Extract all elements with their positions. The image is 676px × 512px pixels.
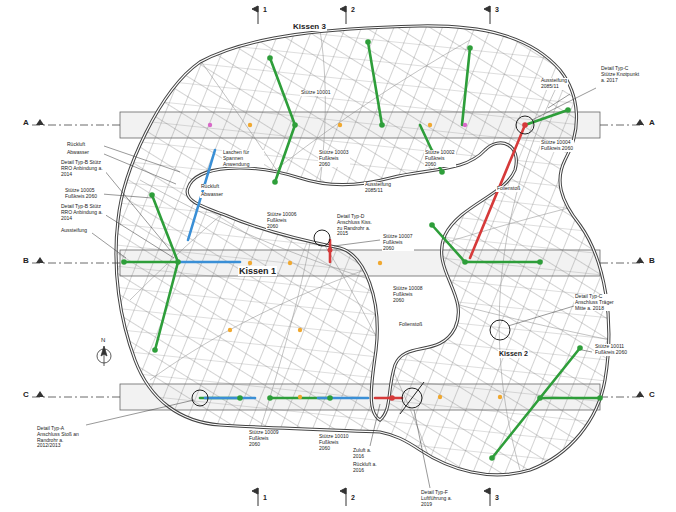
region-label: 1 [262, 6, 268, 14]
region-label: 2 [350, 6, 356, 14]
region-label: A [648, 118, 656, 127]
note-label: N [100, 337, 106, 344]
region-label: C [22, 390, 30, 399]
section-line [32, 125, 644, 397]
note-label: Detail Typ-C Anschluss Träger Mitte a. 2… [574, 294, 618, 311]
note-label: Stütze 10009 Fußkreis 2060 [248, 430, 280, 447]
note-label: Detail Typ-B Stütz RRO Anbindung a. 2014 [60, 160, 106, 177]
note-label: Zuluft a. 2016 [352, 448, 382, 460]
green-member [124, 42, 600, 458]
region-label: 3 [494, 494, 500, 502]
note-label: Stütze 10006 Fußkreis 2060 [266, 212, 298, 229]
pink-node [208, 123, 467, 127]
leader-line [86, 88, 596, 488]
note-label: Detail Typ-B Stütz RRO Anbindung a. 2014 [60, 204, 106, 221]
region-label: B [22, 256, 30, 265]
note-label: Stütze 10011 Fußkreis 2060 [594, 344, 630, 356]
note-label: Stütze 10007 Fußkreis 2060 [382, 234, 414, 251]
note-label: Stütze 10010 Fußkreis 2060 [318, 434, 350, 451]
region-label: Kissen 2 [498, 350, 529, 358]
member-node [121, 39, 603, 461]
note-label: Stütze 10001 [300, 90, 331, 96]
note-label: Folienstoß [496, 186, 521, 192]
note-label: Stütze 10004 Fußkreis 2060 [540, 140, 574, 152]
north-arrow [97, 346, 111, 366]
roof-outline [116, 26, 609, 475]
note-label: Aussteifung 2085/11 [540, 78, 568, 90]
membrane-hatch [100, 20, 620, 490]
note-label: Rückluft [200, 184, 220, 190]
note-label: Detail Typ-A Anschluss Stoß an Randrohr … [36, 426, 88, 449]
note-label: Stütze 10003 Fußkreis 2060 [318, 150, 350, 167]
red-node [328, 122, 528, 401]
note-label: Detail Typ-D Anschluss Kiss. zu Randrohr… [336, 214, 376, 237]
region-label: B [648, 256, 656, 265]
detail-circle [192, 116, 534, 414]
note-label: Abwasser [66, 150, 90, 156]
note-label: Abwasser [200, 192, 224, 198]
note-label: Detail Typ-F Luftführung a. 2019 [420, 490, 460, 507]
section-arrow [36, 119, 644, 397]
note-label: Aussteifung 2085/11 [364, 182, 392, 194]
section-flag [252, 6, 490, 506]
region-label: 1 [262, 494, 268, 502]
note-label: Rückluft [66, 142, 86, 148]
orange-node [228, 123, 502, 399]
note-label: Stütze 10005 Fußkreis 2060 [64, 188, 104, 200]
red-member [330, 125, 525, 398]
note-label: Rückluft a. 2016 [352, 462, 382, 474]
region-label: Kissen 1 [238, 266, 277, 276]
region-label: C [648, 390, 656, 399]
note-label: Detail Typ-C Stütze Knotpunkt a. 2017 [600, 66, 642, 83]
region-label: 3 [494, 6, 500, 14]
note-label: Stütze 10002 Fußkreis 2060 [424, 150, 456, 167]
note-label: Laschen für Spannen Anwendung [222, 150, 264, 167]
note-label: Stütze 10008 Fußkreis 2060 [392, 286, 424, 303]
blue-member [178, 150, 368, 398]
note-label: Aussteifung [60, 228, 88, 234]
region-label: 2 [350, 494, 356, 502]
region-label: Kissen 3 [292, 22, 327, 31]
note-label: Folienstoß [398, 322, 423, 328]
region-label: A [22, 118, 30, 127]
